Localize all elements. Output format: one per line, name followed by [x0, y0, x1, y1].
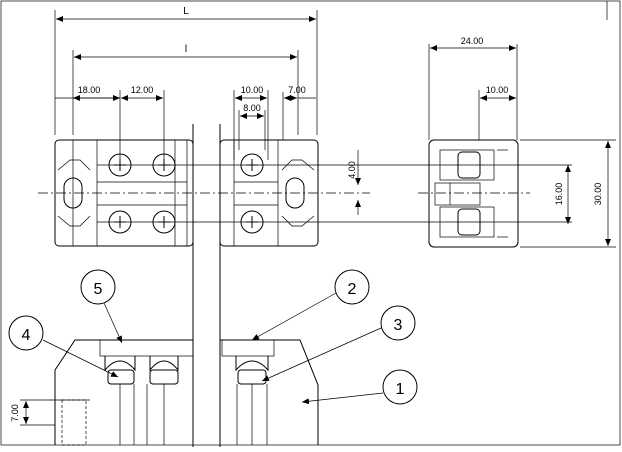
front-view	[38, 124, 370, 447]
dimension-L: L	[54, 6, 318, 135]
dim-7v-label: 7.00	[10, 404, 20, 422]
side-housing	[428, 139, 519, 248]
terminal-1	[104, 356, 136, 445]
svg-text:3: 3	[394, 317, 403, 334]
dimension-10-right: 10.00	[478, 85, 516, 140]
dimension-18: 18.00	[55, 85, 121, 160]
balloon-5: 5	[80, 269, 123, 344]
terminal-3	[235, 356, 269, 445]
dim-24-label: 24.00	[461, 36, 484, 46]
svg-text:1: 1	[396, 381, 405, 398]
balloon-2: 2	[251, 269, 370, 341]
dimension-7: 7.00	[282, 85, 316, 140]
dim-L-label: L	[183, 6, 189, 17]
dimension-4: 4.00	[347, 150, 361, 215]
dim-18-label: 18.00	[78, 85, 101, 95]
svg-text:2: 2	[348, 281, 357, 298]
balloon-1: 1	[301, 369, 418, 405]
terminal-2	[149, 356, 179, 445]
dimension-l: l	[72, 44, 299, 135]
dim-10b-label: 10.00	[486, 85, 509, 95]
side-view	[370, 139, 572, 248]
dimension-30: 30.00	[520, 139, 616, 248]
dimension-16: 16.00	[554, 165, 571, 224]
dimension-8: 8.00	[238, 103, 266, 150]
dim-l-label: l	[185, 44, 187, 55]
dim-16-label: 16.00	[554, 183, 564, 206]
balloon-4: 4	[8, 315, 119, 378]
dim-4-label: 4.00	[347, 161, 357, 179]
dim-8-label: 8.00	[243, 103, 261, 113]
balloon-3: 3	[261, 305, 416, 382]
dimension-12: 12.00	[121, 85, 165, 160]
svg-text:5: 5	[94, 281, 103, 298]
dim-12-label: 12.00	[131, 85, 154, 95]
dim-30-label: 30.00	[593, 183, 603, 206]
dim-10a-label: 10.00	[241, 85, 264, 95]
svg-text:4: 4	[22, 327, 31, 344]
dimension-24: 24.00	[428, 36, 518, 140]
section-view: 7.00	[10, 339, 319, 446]
dim-7-label: 7.00	[288, 85, 306, 95]
